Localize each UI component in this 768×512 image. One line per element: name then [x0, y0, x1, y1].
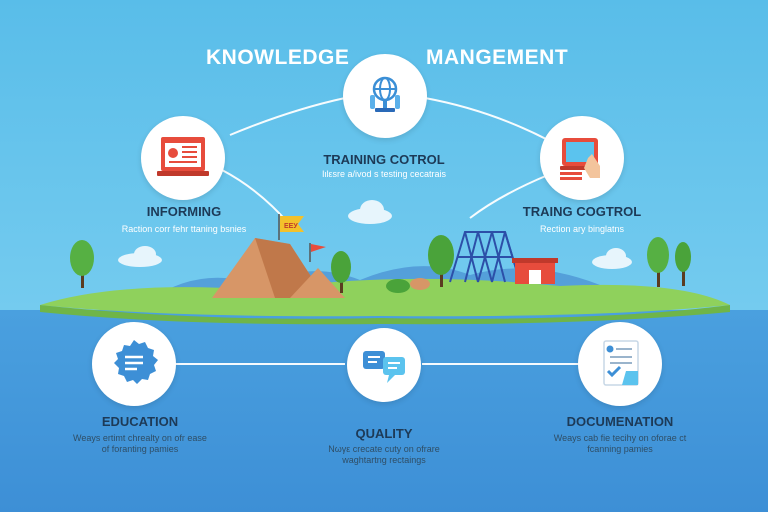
node-documentation[interactable]	[578, 322, 662, 406]
flag-text: ЕЕУ	[284, 223, 298, 230]
title-management: MANGEMENT	[426, 46, 569, 69]
bush	[386, 278, 430, 293]
desc-quality: Νωγε crecate cuty οn ofrare waghtartng r…	[328, 444, 440, 465]
desc-training-right: Rection ary binglatns	[539, 224, 625, 234]
desc-training-top: Ιιlεsre a/ivod s testing cecatrais	[321, 169, 447, 179]
cloud	[592, 248, 632, 269]
checklist-document-icon	[603, 340, 639, 386]
red-building	[512, 258, 558, 284]
trees	[70, 235, 691, 293]
node-quality[interactable]	[347, 328, 421, 402]
label-education: EDUCATION	[101, 414, 179, 429]
document-icon	[157, 137, 209, 176]
label-documentation: DOCUMENATION	[566, 414, 674, 429]
desc-informing: Raction corr fehr ttaning bsnies	[121, 224, 247, 234]
label-quality: QUALITY	[355, 426, 413, 441]
chat-bubbles-icon	[363, 351, 405, 383]
tree	[70, 240, 94, 288]
red-flag	[311, 244, 326, 252]
node-education[interactable]	[92, 322, 176, 406]
connector-line	[229, 97, 346, 136]
island-shadow	[40, 305, 730, 325]
tablet-touch-icon	[560, 138, 600, 180]
connector-line	[469, 174, 549, 219]
tree	[331, 251, 351, 293]
title-knowledge: KNOWLEDGE	[206, 46, 350, 69]
tree	[675, 242, 691, 286]
label-training-top: TRAINING COTROL	[323, 152, 445, 167]
desc-documentation: Weays cab fie tecihy on oforae ct fcanni…	[553, 433, 687, 454]
connector-line	[424, 97, 549, 141]
tree	[647, 237, 669, 287]
yellow-flag	[280, 216, 304, 232]
node-informing[interactable]	[141, 116, 225, 200]
node-training-right[interactable]	[540, 116, 624, 200]
node-training-top[interactable]	[343, 54, 427, 138]
label-informing: INFORMING	[146, 204, 222, 219]
chat-list-icon	[114, 340, 158, 384]
clouds	[118, 200, 632, 269]
small-rock	[290, 268, 345, 298]
cloud	[118, 246, 162, 267]
lattice-bridge	[449, 231, 521, 283]
label-training-right: TRAING COGTROL	[522, 204, 642, 219]
tree	[428, 235, 454, 287]
island	[40, 278, 730, 317]
globe-icon	[370, 76, 400, 112]
desc-education: Weays ertimt chrealty on ofr ease of for…	[73, 433, 207, 454]
cloud	[348, 200, 392, 224]
